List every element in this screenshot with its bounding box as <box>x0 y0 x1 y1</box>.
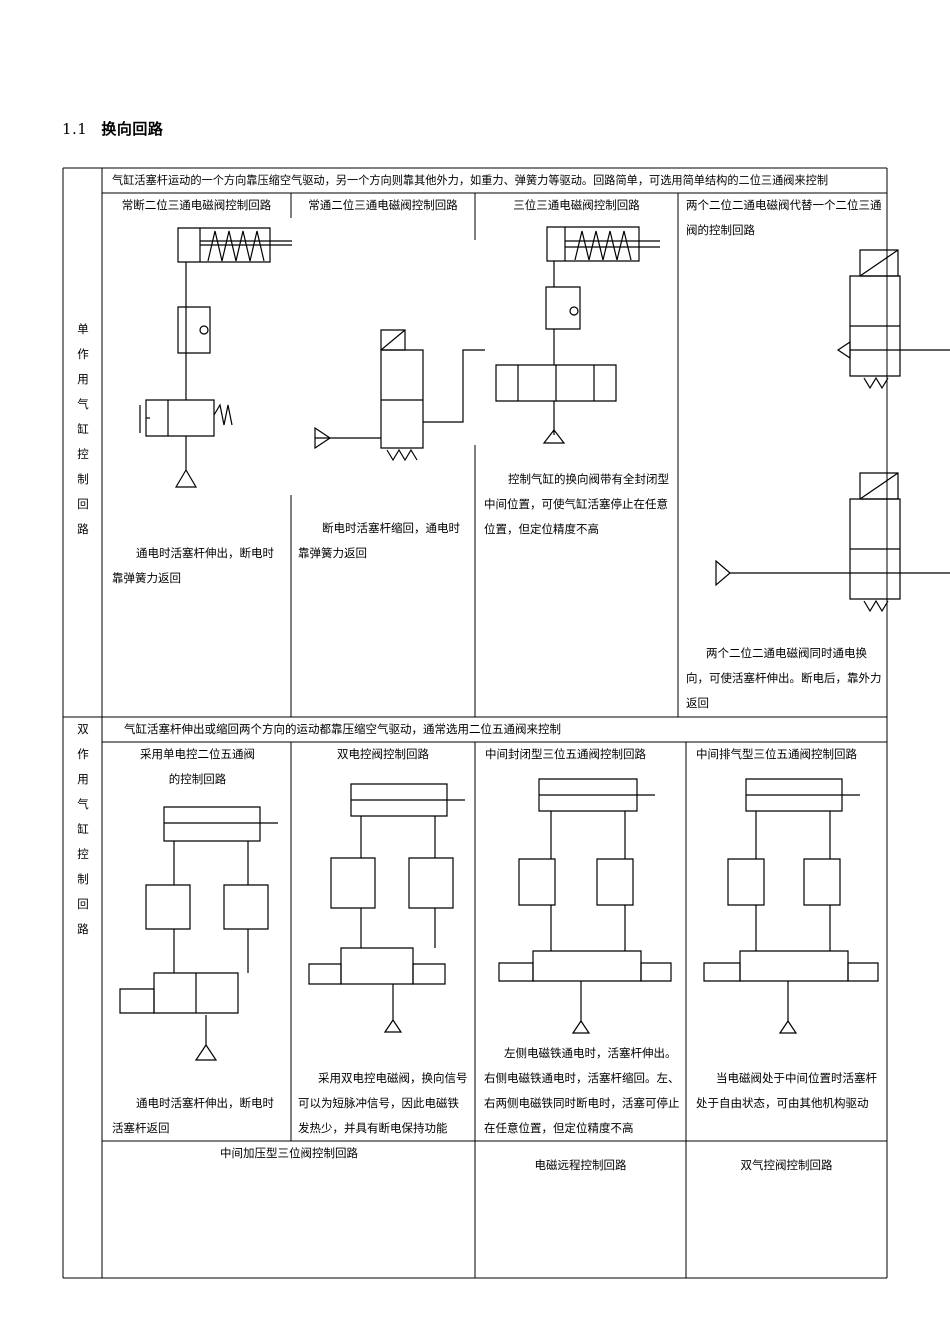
cell-caption-closed-center: 左侧电磁铁通电时，活塞杆伸出。右侧电磁铁通电时，活塞杆缩回。左、右两侧电磁铁同时… <box>484 1046 680 1135</box>
double-acting-label: 双作用气缸控制回路 <box>77 722 89 936</box>
pneumatic-diagram-double-solenoid <box>305 780 465 1040</box>
pneumatic-diagram-three-position <box>490 225 665 445</box>
cell-title-three-position: 三位三通电磁阀控制回路 <box>513 198 640 212</box>
cell-caption-normally-closed: 通电时活塞杆伸出，断电时靠弹簧力返回 <box>112 546 274 585</box>
cell-title-double-solenoid: 双电控阀控制回路 <box>337 747 429 761</box>
cell-caption-two-valves: 两个二位二通电磁阀同时通电换向，可使活塞杆伸出。断电后，靠外力返回 <box>686 646 882 710</box>
section-title: 换向回路 <box>101 120 164 138</box>
double-acting-description: 气缸活塞杆伸出或缩回两个方向的运动都靠压缩空气驱动，通常选用二位五通阀来控制 <box>124 722 561 736</box>
pneumatic-diagram-closed-center <box>495 775 675 1040</box>
pneumatic-diagram-exhaust-center <box>700 775 882 1040</box>
cell-title-single-solenoid: 采用单电控二位五通阀的控制回路 <box>140 747 255 786</box>
section-heading: 1.1 换向回路 <box>62 118 163 139</box>
cell-title-exhaust-center: 中间排气型三位五通阀控制回路 <box>696 747 857 761</box>
cell-title-remote-control: 电磁远程控制回路 <box>534 1158 627 1172</box>
section-number: 1.1 <box>62 120 88 138</box>
cell-title-two-valves: 两个二位二通电磁阀代替一个二位三通阀的控制回路 <box>686 198 882 237</box>
pneumatic-diagram-normally-open <box>305 330 480 475</box>
single-acting-label: 单作用气缸控制回路 <box>77 322 89 536</box>
cell-title-normally-open: 常通二位三通电磁阀控制回路 <box>308 198 458 212</box>
cell-caption-normally-open: 断电时活塞杆缩回，通电时靠弹簧力返回 <box>298 521 460 560</box>
cell-caption-single-solenoid: 通电时活塞杆伸出，断电时活塞杆返回 <box>112 1096 274 1135</box>
cell-title-pressure-center: 中间加压型三位阀控制回路 <box>220 1146 358 1160</box>
cell-title-closed-center: 中间封闭型三位五通阀控制回路 <box>485 747 646 761</box>
cell-title-double-pilot: 双气控阀控制回路 <box>740 1158 833 1172</box>
cell-caption-three-position: 控制气缸的换向阀带有全封闭型中间位置，可使气缸活塞停止在任意位置，但定位精度不高 <box>484 472 669 536</box>
cell-caption-exhaust-center: 当电磁阀处于中间位置时活塞杆处于自由状态，可由其他机构驱动 <box>696 1071 877 1110</box>
cell-caption-double-solenoid: 采用双电控电磁阀，换向信号可以为短脉冲信号，因此电磁铁发热少，并具有断电保持功能 <box>298 1071 468 1135</box>
single-acting-description: 气缸活塞杆运动的一个方向靠压缩空气驱动，另一个方向则靠其他外力，如重力、弹簧力等… <box>112 174 829 187</box>
cell-title-normally-closed: 常断二位三通电磁阀控制回路 <box>121 198 272 212</box>
pneumatic-diagram-normally-closed <box>120 225 290 490</box>
pneumatic-diagram-two-valves-bottom <box>712 473 950 623</box>
pneumatic-diagram-single-solenoid <box>118 805 288 1065</box>
pneumatic-diagram-two-valves-top <box>830 250 950 400</box>
